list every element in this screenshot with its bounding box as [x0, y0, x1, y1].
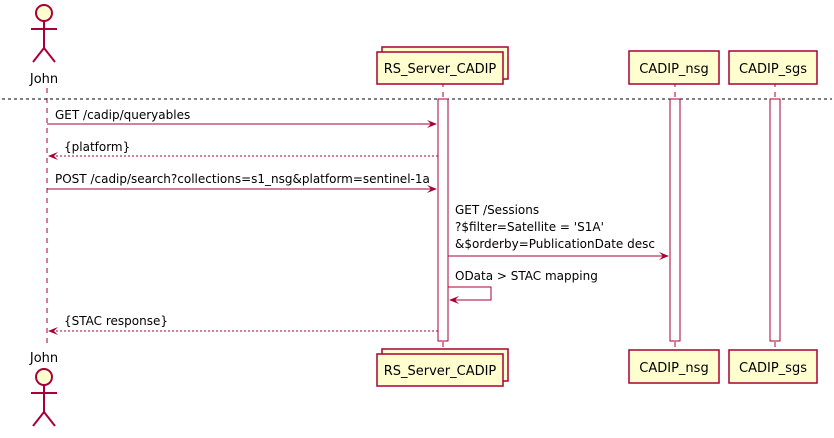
activation-sgs	[769, 98, 781, 342]
message-5-arrow	[448, 286, 492, 304]
participant-sgs-top-label: CADIP_sgs	[739, 62, 807, 77]
actor-john-bottom	[31, 368, 57, 427]
message-4-label-line-1: GET /Sessions	[455, 203, 539, 217]
participant-nsg-top-label: CADIP_nsg	[639, 62, 708, 77]
participant-server-bottom-label: RS_Server_CADIP	[384, 364, 497, 379]
actor-john-top-label: John	[29, 72, 58, 87]
message-2-label: {platform}	[64, 140, 130, 154]
actor-john-top	[31, 4, 57, 63]
message-1-label: GET /cadip/queryables	[55, 108, 190, 122]
participant-sgs-bottom-label: CADIP_sgs	[739, 361, 807, 376]
message-4-label-line-2: ?$filter=Satellite = 'S1A'	[455, 220, 604, 234]
participant-server-top: RS_Server_CADIP	[376, 46, 509, 85]
participant-server-top-label: RS_Server_CADIP	[384, 62, 497, 77]
participant-server-bottom: RS_Server_CADIP	[376, 348, 509, 387]
message-4-label-line-3: &$orderby=PublicationDate desc	[455, 237, 655, 251]
participant-sgs-bottom: CADIP_sgs	[728, 349, 818, 384]
participant-sgs-top: CADIP_sgs	[728, 50, 818, 85]
activation-server	[437, 98, 449, 342]
actor-john-bottom-label: John	[29, 351, 58, 366]
participant-nsg-top: CADIP_nsg	[628, 50, 720, 85]
participant-nsg-bottom-label: CADIP_nsg	[639, 361, 708, 376]
participant-nsg-bottom: CADIP_nsg	[628, 349, 720, 384]
activation-nsg	[669, 98, 681, 342]
message-6-label: {STAC response}	[64, 314, 168, 328]
message-5-label: OData > STAC mapping	[455, 269, 598, 283]
message-3-label: POST /cadip/search?collections=s1_nsg&pl…	[55, 172, 430, 186]
